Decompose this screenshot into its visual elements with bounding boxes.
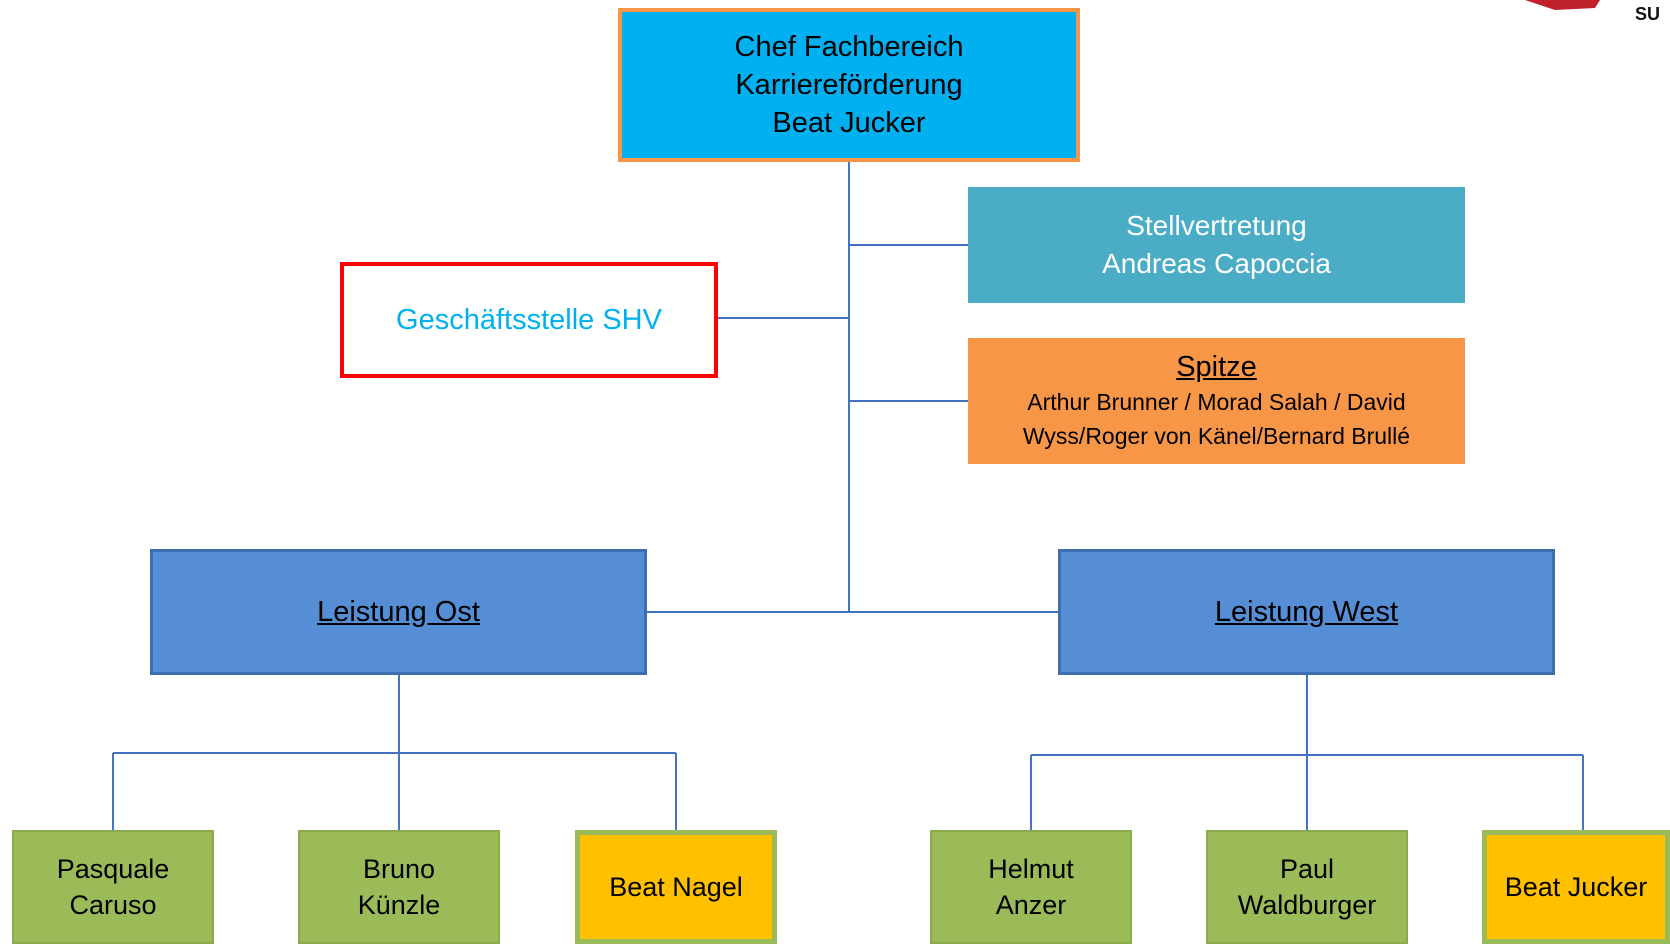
geschaeftsstelle-label: Geschäftsstelle SHV (396, 303, 662, 336)
spitze-line-1: Arthur Brunner / Morad Salah / David (1027, 389, 1406, 415)
leistung-west-box: Leistung West (1058, 549, 1555, 675)
chef-line-1: Chef Fachbereich (734, 31, 964, 63)
member-line-1: Paul (1279, 854, 1335, 884)
stellvertretung-box: Stellvertretung Andreas Capoccia (968, 187, 1465, 303)
logo-fragment: SU (1525, 0, 1660, 24)
stellvertretung-line-2: Andreas Capoccia (1102, 248, 1331, 279)
leistung-ost-title: Leistung Ost (317, 595, 480, 628)
member-line-2: Waldburger (1237, 890, 1377, 920)
spitze-title: Spitze (1176, 351, 1257, 383)
ost-member-box: Bruno Künzle (298, 830, 500, 944)
chef-line-3: Beat Jucker (772, 107, 926, 139)
leistung-ost-box: Leistung Ost (150, 549, 647, 675)
geschaeftsstelle-box: Geschäftsstelle SHV (340, 262, 718, 378)
member-line-2: Anzer (995, 890, 1067, 920)
member-line-1: Bruno (362, 854, 436, 884)
member-line-1: Beat Nagel (609, 872, 743, 902)
member-line-1: Pasquale (56, 854, 170, 884)
member-line-2: Caruso (69, 890, 157, 920)
member-line-1: Helmut (988, 854, 1074, 884)
west-member-box: Beat Jucker (1482, 830, 1670, 944)
west-member-box: Paul Waldburger (1206, 830, 1408, 944)
spitze-line-2: Wyss/Roger von Känel/Bernard Brullé (1022, 423, 1411, 449)
logo-text: SU (1635, 4, 1660, 24)
member-line-2: Künzle (357, 890, 441, 920)
stellvertretung-line-1: Stellvertretung (1126, 210, 1307, 241)
logo-red-shape (1525, 0, 1600, 10)
west-member-box: Helmut Anzer (930, 830, 1132, 944)
chef-line-2: Karriereförderung (735, 69, 963, 101)
leistung-west-title: Leistung West (1214, 595, 1399, 628)
member-line-1: Beat Jucker (1504, 872, 1648, 902)
ost-member-box: Pasquale Caruso (12, 830, 214, 944)
spitze-box: Spitze Arthur Brunner / Morad Salah / Da… (968, 338, 1465, 464)
chef-box: Chef Fachbereich Karriereförderung Beat … (618, 8, 1080, 162)
ost-member-box: Beat Nagel (575, 830, 777, 944)
